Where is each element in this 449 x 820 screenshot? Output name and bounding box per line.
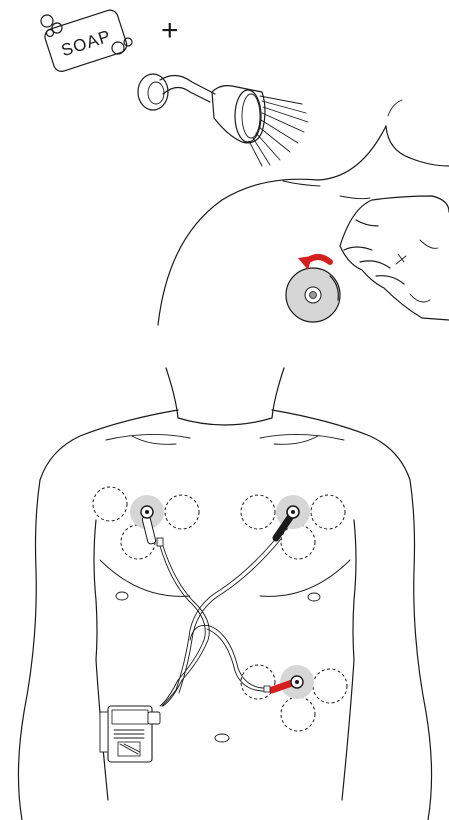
electrode-position-lower-left (241, 665, 347, 731)
ecg-recorder-device (100, 706, 160, 762)
plus-symbol: + (161, 14, 179, 47)
electrode-position-upper-left (241, 495, 345, 559)
soap-label: SOAP (59, 26, 114, 60)
electrode-being-applied (286, 268, 340, 322)
torso-outline (18, 368, 431, 820)
hand-illustration (340, 196, 449, 320)
shower-head-icon (138, 74, 308, 166)
soap-bar-icon: SOAP (41, 8, 132, 73)
